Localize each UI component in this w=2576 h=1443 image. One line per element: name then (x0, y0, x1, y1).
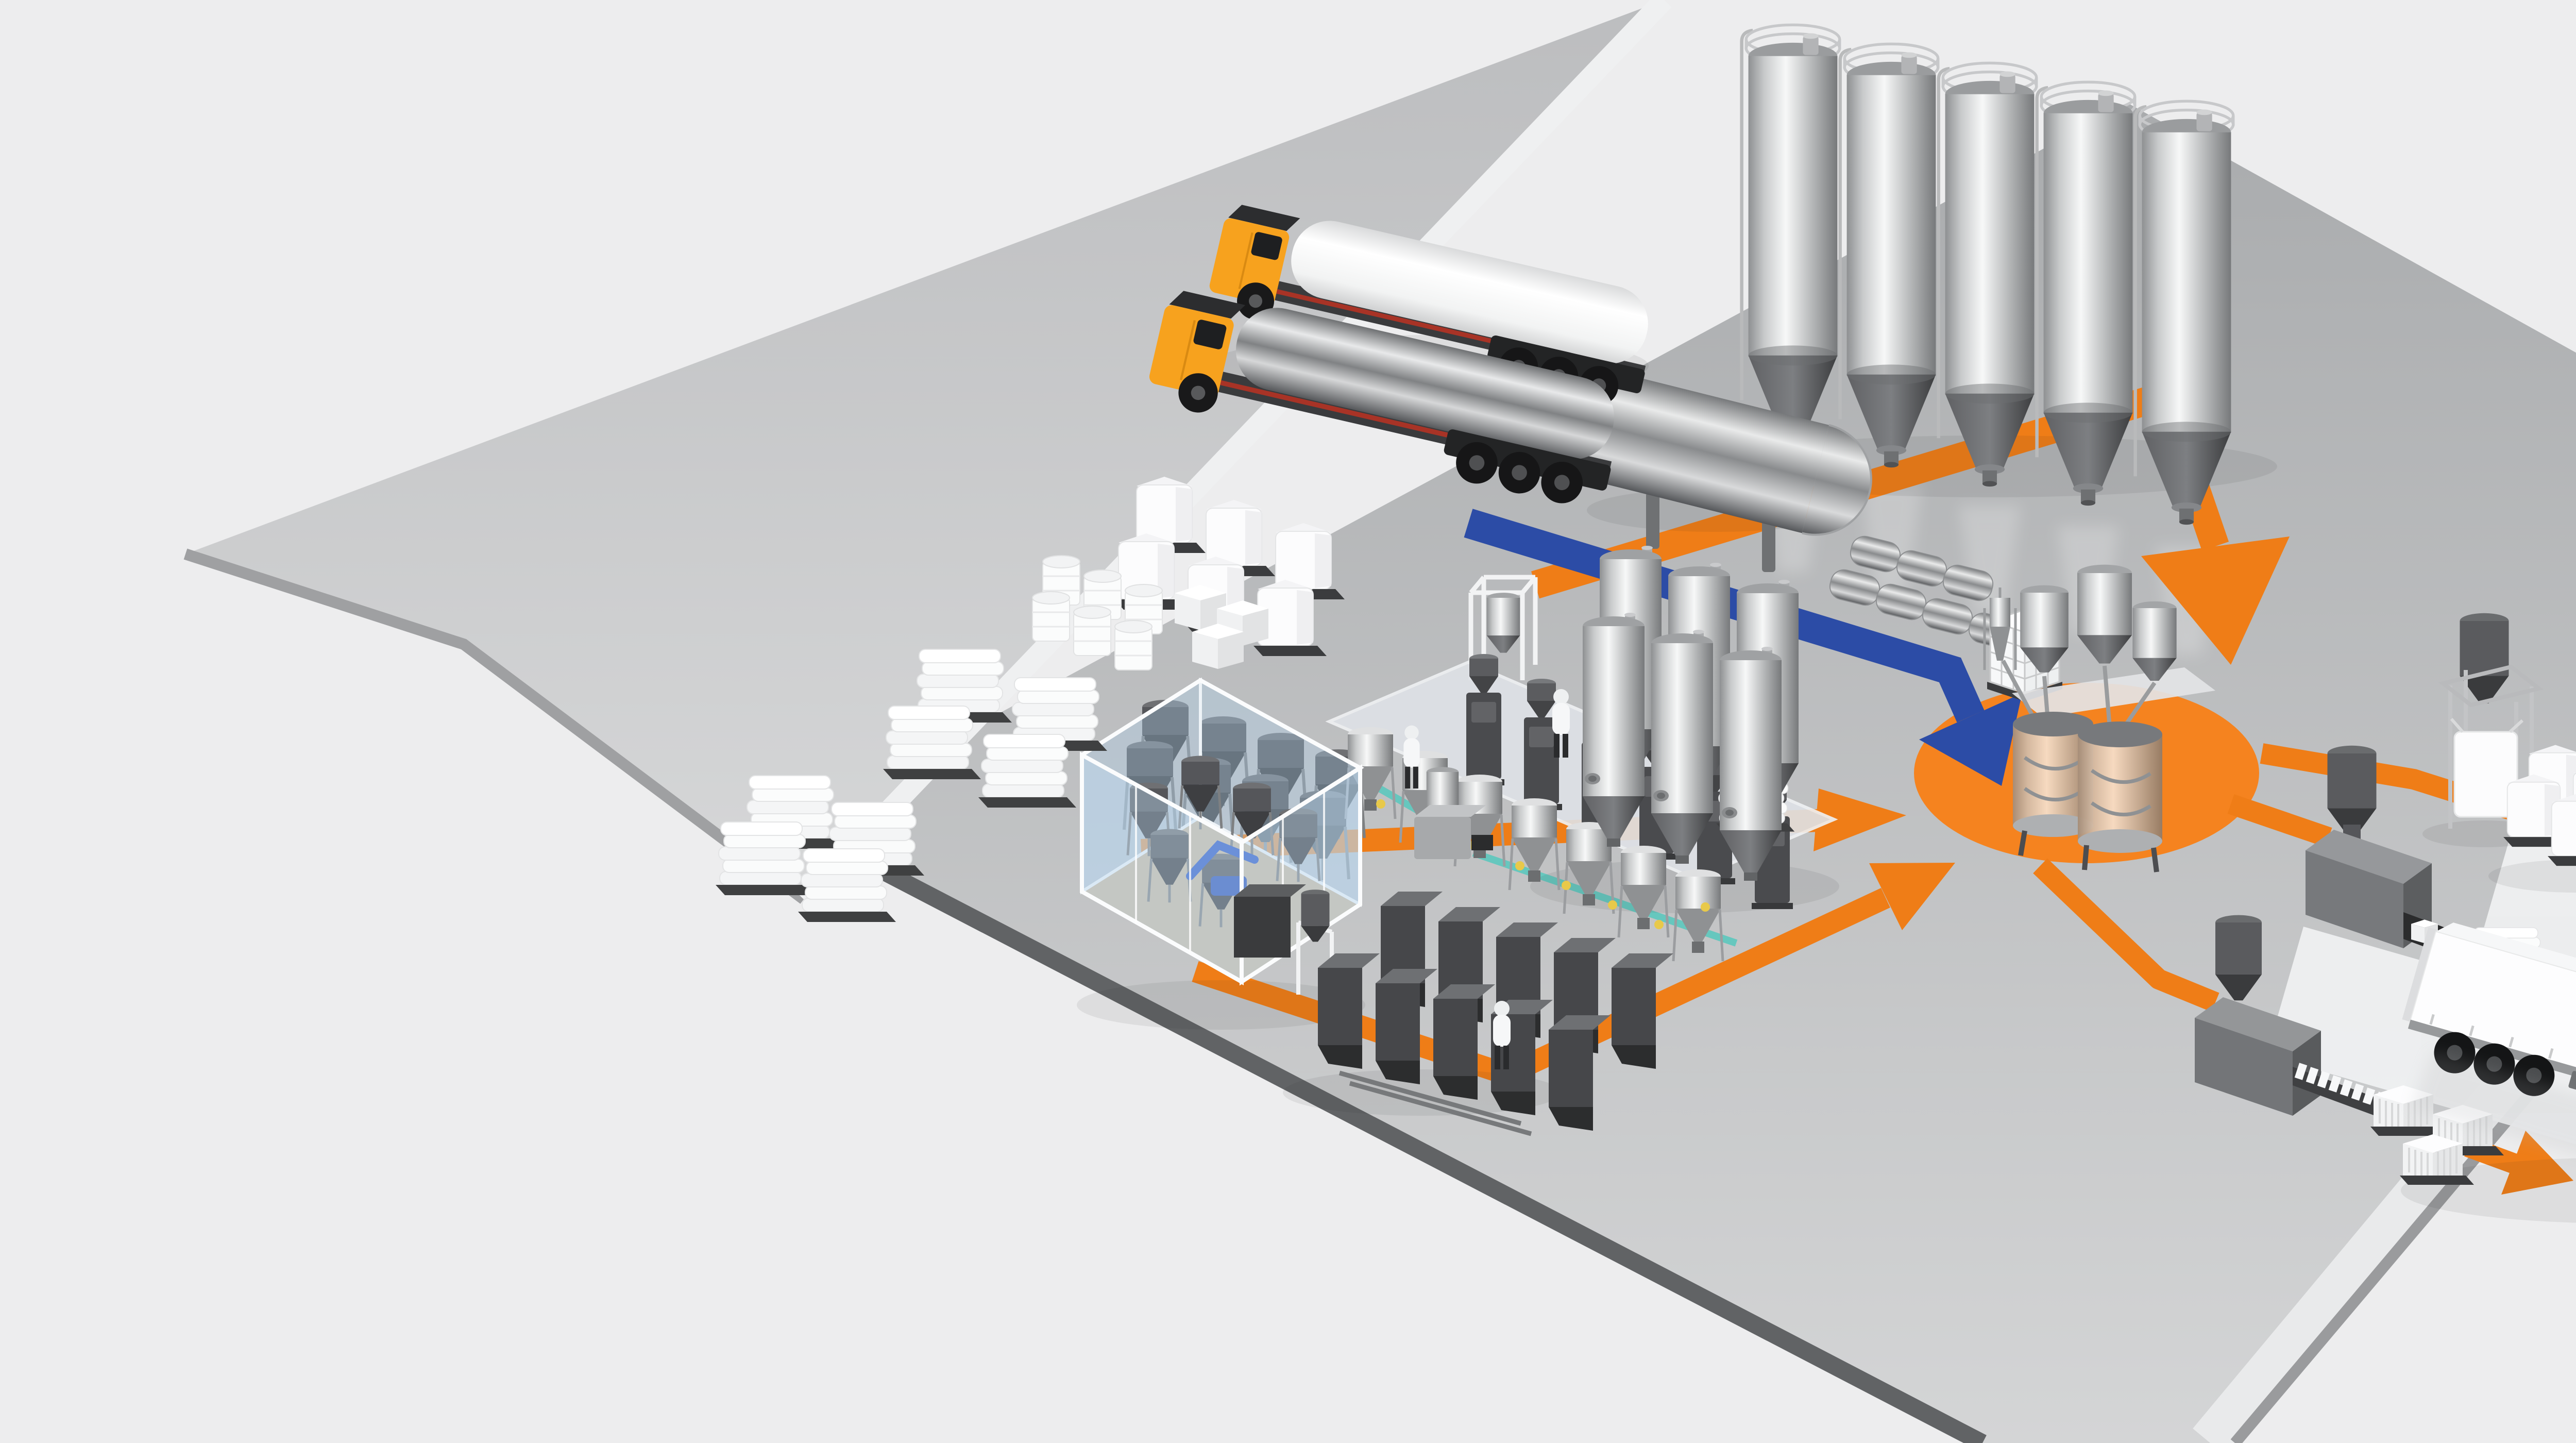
day-silo (1651, 630, 1713, 864)
day-silos (1583, 546, 1799, 881)
inbound-tanker-trucks (1149, 205, 1648, 504)
pellet-line-machine (2195, 915, 2505, 1186)
raw-drum (1073, 605, 1112, 657)
raw-drum (1031, 591, 1071, 642)
dosing-station (1463, 654, 1504, 785)
filling-big-bag (2453, 731, 2518, 818)
liquid-tank (1570, 370, 1872, 572)
outbound-trucks (2389, 669, 2576, 1227)
teal-feeder-machine (1414, 767, 1493, 859)
flow-mixer-to-bigbag-line (2260, 743, 2576, 842)
main-plate-front-edge (789, 816, 1987, 1443)
truck-reflections (2411, 1051, 2576, 1155)
mixer-vessels (2013, 712, 2162, 872)
equipment (1080, 25, 2576, 1186)
bag-dump-station (1468, 575, 1538, 680)
day-silo (1720, 647, 1782, 881)
tanker-truck-stainless (1149, 291, 1615, 504)
main-plate-dock-edge (2193, 968, 2576, 1443)
left-plate (185, 0, 1664, 899)
raw-drum (1114, 619, 1153, 671)
left-plate-front-edge (183, 548, 807, 904)
bigbag-filling-station (2438, 613, 2544, 845)
day-silo (1583, 613, 1645, 847)
mixer-shelf (2012, 667, 2215, 717)
raw-box (1192, 624, 1244, 669)
dosing-platform (1325, 654, 1838, 961)
cabinet-banks (1318, 892, 1673, 1136)
mixer-hub (1983, 564, 2215, 872)
cyclone-filter (1983, 588, 2017, 670)
